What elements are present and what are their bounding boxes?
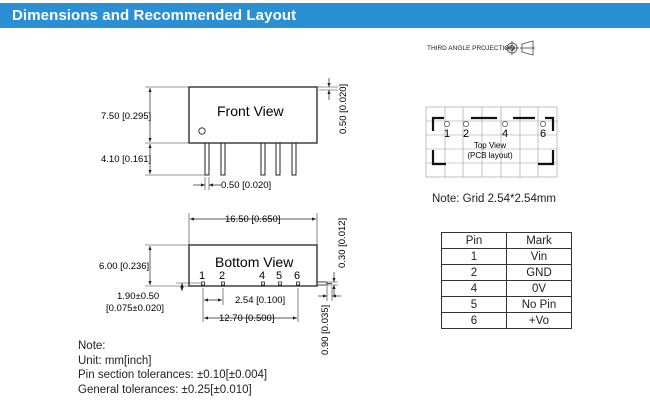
pcb-holes xyxy=(444,121,546,127)
pin-offset-dim: 1.90±0.50 xyxy=(117,291,159,302)
table-row: 4 0V xyxy=(441,280,572,297)
bottom-view: 1 2 4 5 6 Bottom View xyxy=(99,213,348,355)
third-angle-projection-icon xyxy=(505,40,535,56)
table-cell: 1 xyxy=(441,248,507,265)
projection-label: THIRD ANGLE PROJECTION xyxy=(427,45,515,52)
notes-pin-tolerance: Pin section tolerances: ±0.10[±0.004] xyxy=(78,369,268,381)
table-cell: 2 xyxy=(441,264,507,281)
top-view-title: Top View xyxy=(474,141,507,150)
bottom-height-dim: 6.00 [0.236] xyxy=(99,261,149,272)
front-view-body xyxy=(188,86,318,144)
pin-mark-table: Pin Mark 1 Vin 2 GND 4 0V 5 No Pin 6 +Vo xyxy=(441,232,572,329)
top-pin-number: 2 xyxy=(463,128,469,140)
pin-offset-dim-inch: [0.075±0.020] xyxy=(106,303,164,314)
section-header: Dimensions and Recommended Layout xyxy=(0,3,650,28)
bottom-pin-number: 5 xyxy=(276,270,282,282)
grid-note: Note: Grid 2.54*2.54mm xyxy=(432,193,557,205)
table-cell: 4 xyxy=(441,280,507,297)
top-view-pcb-layout: 1 2 4 6 Top View (PCB layout) xyxy=(425,106,558,178)
bottom-pin-numbers: 1 2 4 5 6 xyxy=(199,270,300,282)
top-pin-number: 6 xyxy=(540,128,546,140)
notes-block: Note: Unit: mm[inch] Pin section toleran… xyxy=(78,339,267,397)
table-header-mark: Mark xyxy=(506,232,572,249)
bottom-view-body xyxy=(188,244,318,287)
top-pin-number: 4 xyxy=(502,128,508,140)
table-header-pin: Pin xyxy=(441,232,507,249)
front-pin-length-dim: 4.10 [0.161] xyxy=(101,154,151,165)
side-pin xyxy=(316,281,332,286)
pitch-dim: 2.54 [0.100] xyxy=(235,295,285,306)
bottom-view-pads xyxy=(201,281,300,286)
bottom-view-title: Bottom View xyxy=(215,254,294,270)
bottom-pin-number: 1 xyxy=(199,270,205,282)
table-row: 1 Vin xyxy=(441,248,572,265)
table-cell: +Vo xyxy=(506,312,572,329)
top-pin-number: 1 xyxy=(444,128,450,140)
section-title: Dimensions and Recommended Layout xyxy=(12,7,297,24)
front-view: 7.50 [0.295] 4.10 [0.161] 0.50 [0.020] 0… xyxy=(101,78,349,191)
pin1-marker-icon xyxy=(198,127,206,135)
bottom-pin-number: 4 xyxy=(259,270,265,282)
table-row: 2 GND xyxy=(441,264,572,281)
notes-title: Note: xyxy=(78,340,106,352)
front-pin-width-dim: 0.50 [0.020] xyxy=(221,180,271,191)
top-view-subtitle: (PCB layout) xyxy=(467,151,513,160)
notes-unit: Unit: mm[inch] xyxy=(78,354,152,367)
bottom-pin-number: 2 xyxy=(219,270,225,282)
table-cell: Vin xyxy=(506,248,572,265)
bottom-width-dim: 16.50 [0.650] xyxy=(225,214,280,225)
notes-general-tolerance: General tolerances: ±0.25[±0.010] xyxy=(78,383,252,396)
pin-thickness-dim: 0.30 [0.012] xyxy=(337,218,348,268)
table-row: 6 +Vo xyxy=(441,312,572,329)
table-cell: 6 xyxy=(441,312,507,329)
table-cell: 5 xyxy=(441,296,507,313)
table-cell: No Pin xyxy=(506,296,572,313)
body-outline xyxy=(431,116,555,166)
front-height-dim: 7.50 [0.295] xyxy=(101,111,151,122)
table-cell: 0V xyxy=(506,280,572,297)
table-header-row: Pin Mark xyxy=(441,232,572,249)
bottom-pin-number: 6 xyxy=(294,270,300,282)
span-dim: 12.70 [0.500] xyxy=(219,313,274,324)
table-cell: GND xyxy=(506,264,572,281)
table-row: 5 No Pin xyxy=(441,296,572,313)
front-thickness-dim: 0.50 [0.020] xyxy=(338,84,349,134)
front-view-pins xyxy=(204,142,297,176)
front-view-title: Front View xyxy=(217,103,285,119)
pin-side-dim: 0.90 [0.035] xyxy=(320,305,331,355)
